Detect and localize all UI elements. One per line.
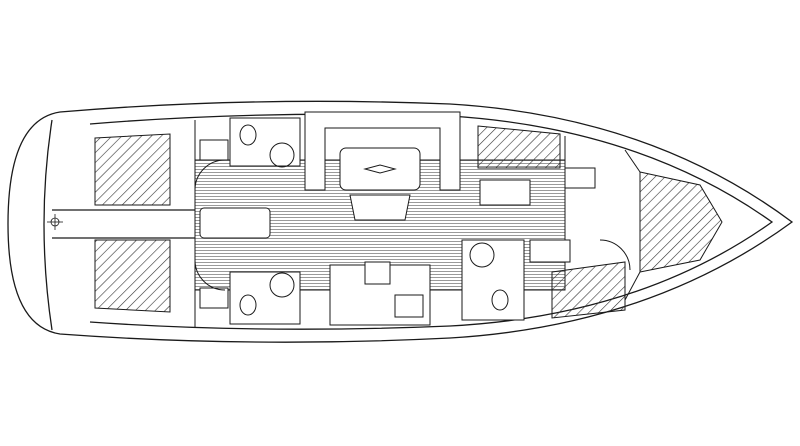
head-forward bbox=[461, 239, 525, 321]
shower-drain-icon bbox=[469, 242, 495, 268]
door-swing bbox=[599, 239, 631, 271]
saloon-seat bbox=[349, 194, 411, 221]
shower-drain-icon bbox=[269, 142, 295, 168]
compass-icon bbox=[363, 164, 397, 174]
cabin-berth-port bbox=[477, 125, 561, 169]
forward-berth bbox=[639, 171, 723, 273]
saloon-table bbox=[339, 147, 421, 191]
aft-berth-starboard bbox=[94, 239, 171, 313]
head-aft-port bbox=[229, 117, 301, 167]
locker-3 bbox=[564, 167, 596, 189]
locker-1 bbox=[199, 139, 229, 161]
bulkhead bbox=[624, 271, 641, 301]
locker-5 bbox=[529, 239, 571, 263]
door-swing bbox=[194, 159, 226, 191]
locker-4 bbox=[479, 179, 531, 206]
saloon-settee bbox=[304, 111, 461, 191]
galley-sink bbox=[394, 294, 424, 318]
galley-stove bbox=[364, 261, 391, 285]
aft-berth-port bbox=[94, 133, 171, 206]
outer-hull bbox=[7, 100, 794, 343]
head-aft-starboard bbox=[229, 271, 301, 325]
toilet-icon bbox=[239, 124, 257, 146]
chart-table bbox=[199, 207, 271, 239]
locker-2 bbox=[199, 287, 229, 309]
transom-line bbox=[43, 119, 53, 331]
bulkhead bbox=[624, 149, 641, 173]
cabin-berth-starboard bbox=[551, 261, 626, 319]
shower-drain-icon bbox=[269, 272, 295, 298]
toilet-icon bbox=[491, 289, 509, 311]
door-swing bbox=[194, 259, 226, 291]
toilet-icon bbox=[239, 294, 257, 316]
crosshair-icon bbox=[47, 214, 63, 230]
